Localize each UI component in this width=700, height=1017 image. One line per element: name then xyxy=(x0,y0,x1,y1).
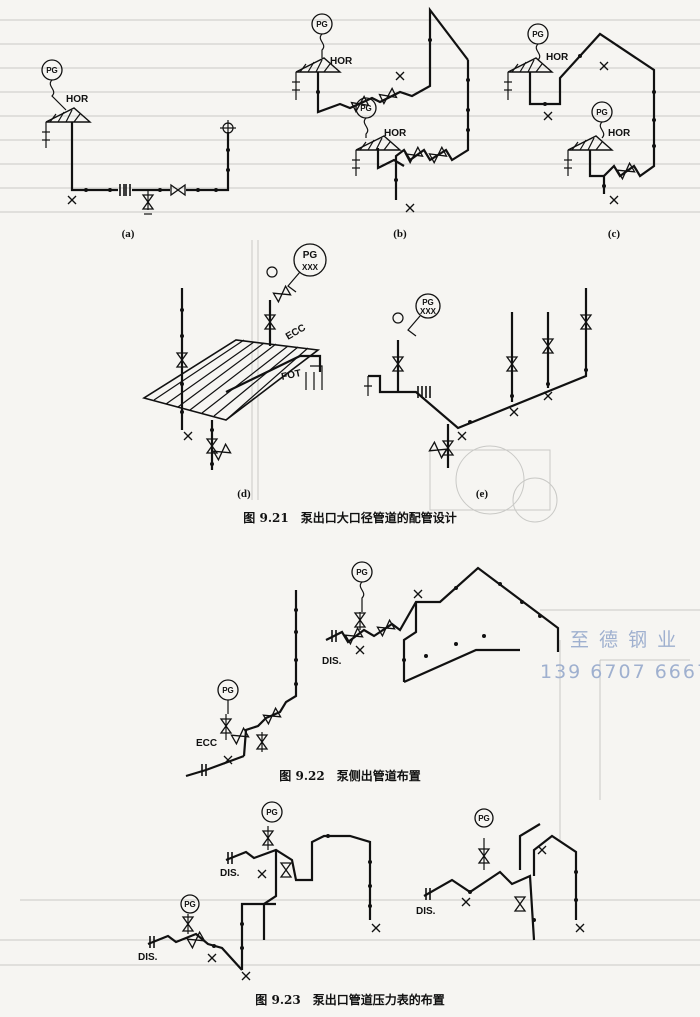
dis-label-923b: DIS. xyxy=(138,952,158,963)
figure-923-right: PG DIS. xyxy=(416,808,585,941)
hor-label-b1: HOR xyxy=(330,56,353,67)
fot-label-d: FOT xyxy=(280,368,302,383)
pg-label-922a: PG xyxy=(356,568,368,577)
dis-label-923c: DIS. xyxy=(416,906,436,917)
subfig-d-label: (d) xyxy=(237,488,251,500)
pg-label-c1: PG xyxy=(532,30,544,39)
subfig-a-label: (a) xyxy=(122,228,135,240)
pg-label-e: PG xyxy=(422,298,434,307)
background-bleed xyxy=(0,19,700,966)
pg-label-922b: PG xyxy=(222,686,234,695)
caption-fig-921: 图 9.21 泵出口大口径管道的配管设计 xyxy=(243,510,456,525)
hor-label-c2: HOR xyxy=(608,128,631,139)
pg-label-923c: PG xyxy=(478,814,490,823)
subfig-b-label: (b) xyxy=(393,228,407,240)
figure-921-a: PG HOR (a) xyxy=(41,59,236,240)
pg-label: PG xyxy=(46,66,58,75)
pg-xxx-label-d: XXX xyxy=(302,263,319,272)
figure-921-b: PG HOR PG HOR (b) xyxy=(292,6,470,240)
pg-label-923a: PG xyxy=(266,808,278,817)
watermark-phone: 139 6707 6667 xyxy=(540,661,700,683)
subfig-e-label: (e) xyxy=(476,488,489,500)
ecc-label-d: ECC xyxy=(284,323,308,343)
subfig-c-label: (c) xyxy=(608,228,621,240)
watermark-name: 至 德 钢 业 xyxy=(570,629,678,651)
pg-label-b2: PG xyxy=(360,104,372,113)
dis-label-923a: DIS. xyxy=(220,868,240,879)
pg-label-923b: PG xyxy=(184,900,196,909)
dis-label-922: DIS. xyxy=(322,656,342,667)
pg-label-b1: PG xyxy=(316,20,328,29)
ecc-label-922: ECC xyxy=(196,738,217,749)
hor-label-c1: HOR xyxy=(546,52,569,63)
caption-fig-922: 图 9.22 泵侧出管道布置 xyxy=(279,768,420,783)
figure-923-left: PG DIS. PG DIS. xyxy=(138,801,381,981)
figure-921-e: PG XXX (e) xyxy=(364,288,592,500)
figure-922: PG DIS. PG ECC xyxy=(185,561,560,778)
pg-label-d: PG xyxy=(303,250,318,261)
pg-xxx-label-e: XXX xyxy=(420,307,437,316)
figure-921-d: PG XXX ECC FOT (d) xyxy=(142,243,327,500)
hor-label-b2: HOR xyxy=(384,128,407,139)
figure-921-c: PG HOR PG HOR (c) xyxy=(504,23,656,240)
pg-label-c2: PG xyxy=(596,108,608,117)
hor-label: HOR xyxy=(66,94,89,105)
caption-fig-923: 图 9.23 泵出口管道压力表的布置 xyxy=(255,992,444,1007)
